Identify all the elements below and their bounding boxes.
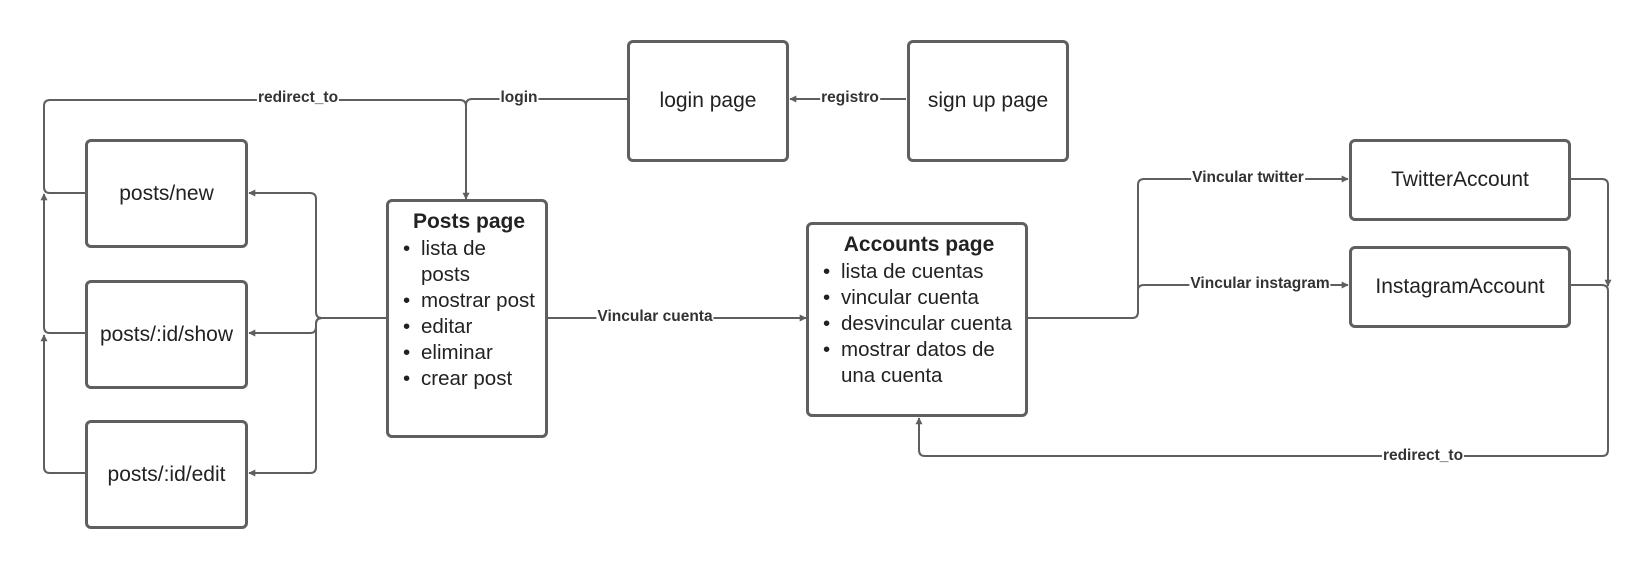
edge-posts-to-new	[248, 189, 386, 319]
posts-page-node: Posts page lista de posts mostrar post e…	[386, 199, 548, 438]
accounts-page-list: lista de cuentas vincular cuenta desvinc…	[823, 259, 1015, 389]
edge-show-up	[40, 193, 85, 334]
list-item: eliminar	[403, 340, 535, 366]
edge-label-registro: registro	[820, 89, 880, 107]
posts-new-node: posts/new	[85, 139, 248, 248]
list-item: mostrar post	[403, 288, 535, 314]
edge-label-vincular-twitter: Vincular twitter	[1191, 169, 1305, 187]
edge-login	[462, 98, 627, 200]
accounts-page-node: Accounts page lista de cuentas vincular …	[806, 222, 1028, 417]
edge-label-login: login	[499, 89, 539, 107]
sign-up-page-label: sign up page	[927, 89, 1049, 112]
posts-edit-node: posts/:id/edit	[85, 420, 248, 529]
twitter-account-node: TwitterAccount	[1349, 139, 1571, 221]
list-item: editar	[403, 314, 535, 340]
accounts-page-title: Accounts page	[843, 233, 995, 256]
list-item: crear post	[403, 366, 535, 392]
edge-label-vincular-instagram: Vincular instagram	[1189, 275, 1331, 293]
posts-show-node: posts/:id/show	[85, 280, 248, 389]
login-page-node: login page	[627, 40, 789, 162]
edge-posts-to-edit	[248, 317, 386, 477]
list-item: vincular cuenta	[823, 285, 1015, 311]
edge-label-redirect-to-top: redirect_to	[256, 89, 340, 107]
list-item: mostrar datos de una cuenta	[823, 337, 1015, 389]
list-item: lista de posts	[403, 236, 535, 288]
posts-show-label: posts/:id/show	[99, 322, 234, 346]
edge-edit-up	[40, 334, 85, 474]
edge-twitter-down	[1570, 178, 1612, 287]
list-item: desvincular cuenta	[823, 311, 1015, 337]
posts-new-label: posts/new	[119, 181, 214, 205]
edge-vincular-twitter	[1028, 175, 1349, 319]
posts-page-list: lista de posts mostrar post editar elimi…	[403, 236, 535, 392]
instagram-account-label: InstagramAccount	[1375, 275, 1545, 298]
edge-redirect-to-top	[43, 99, 467, 194]
login-page-label: login page	[659, 89, 757, 112]
posts-edit-label: posts/:id/edit	[107, 462, 226, 486]
instagram-account-node: InstagramAccount	[1349, 246, 1571, 328]
edge-label-redirect-to-bottom: redirect_to	[1381, 447, 1465, 465]
edge-redirect-to-bottom	[915, 284, 1609, 457]
posts-page-title: Posts page	[412, 210, 526, 233]
edge-vincular-instagram	[1137, 281, 1349, 291]
edge-label-vincular-cuenta: Vincular cuenta	[596, 308, 714, 326]
twitter-account-label: TwitterAccount	[1391, 168, 1529, 191]
sign-up-page-node: sign up page	[907, 40, 1069, 162]
list-item: lista de cuentas	[823, 259, 1015, 285]
